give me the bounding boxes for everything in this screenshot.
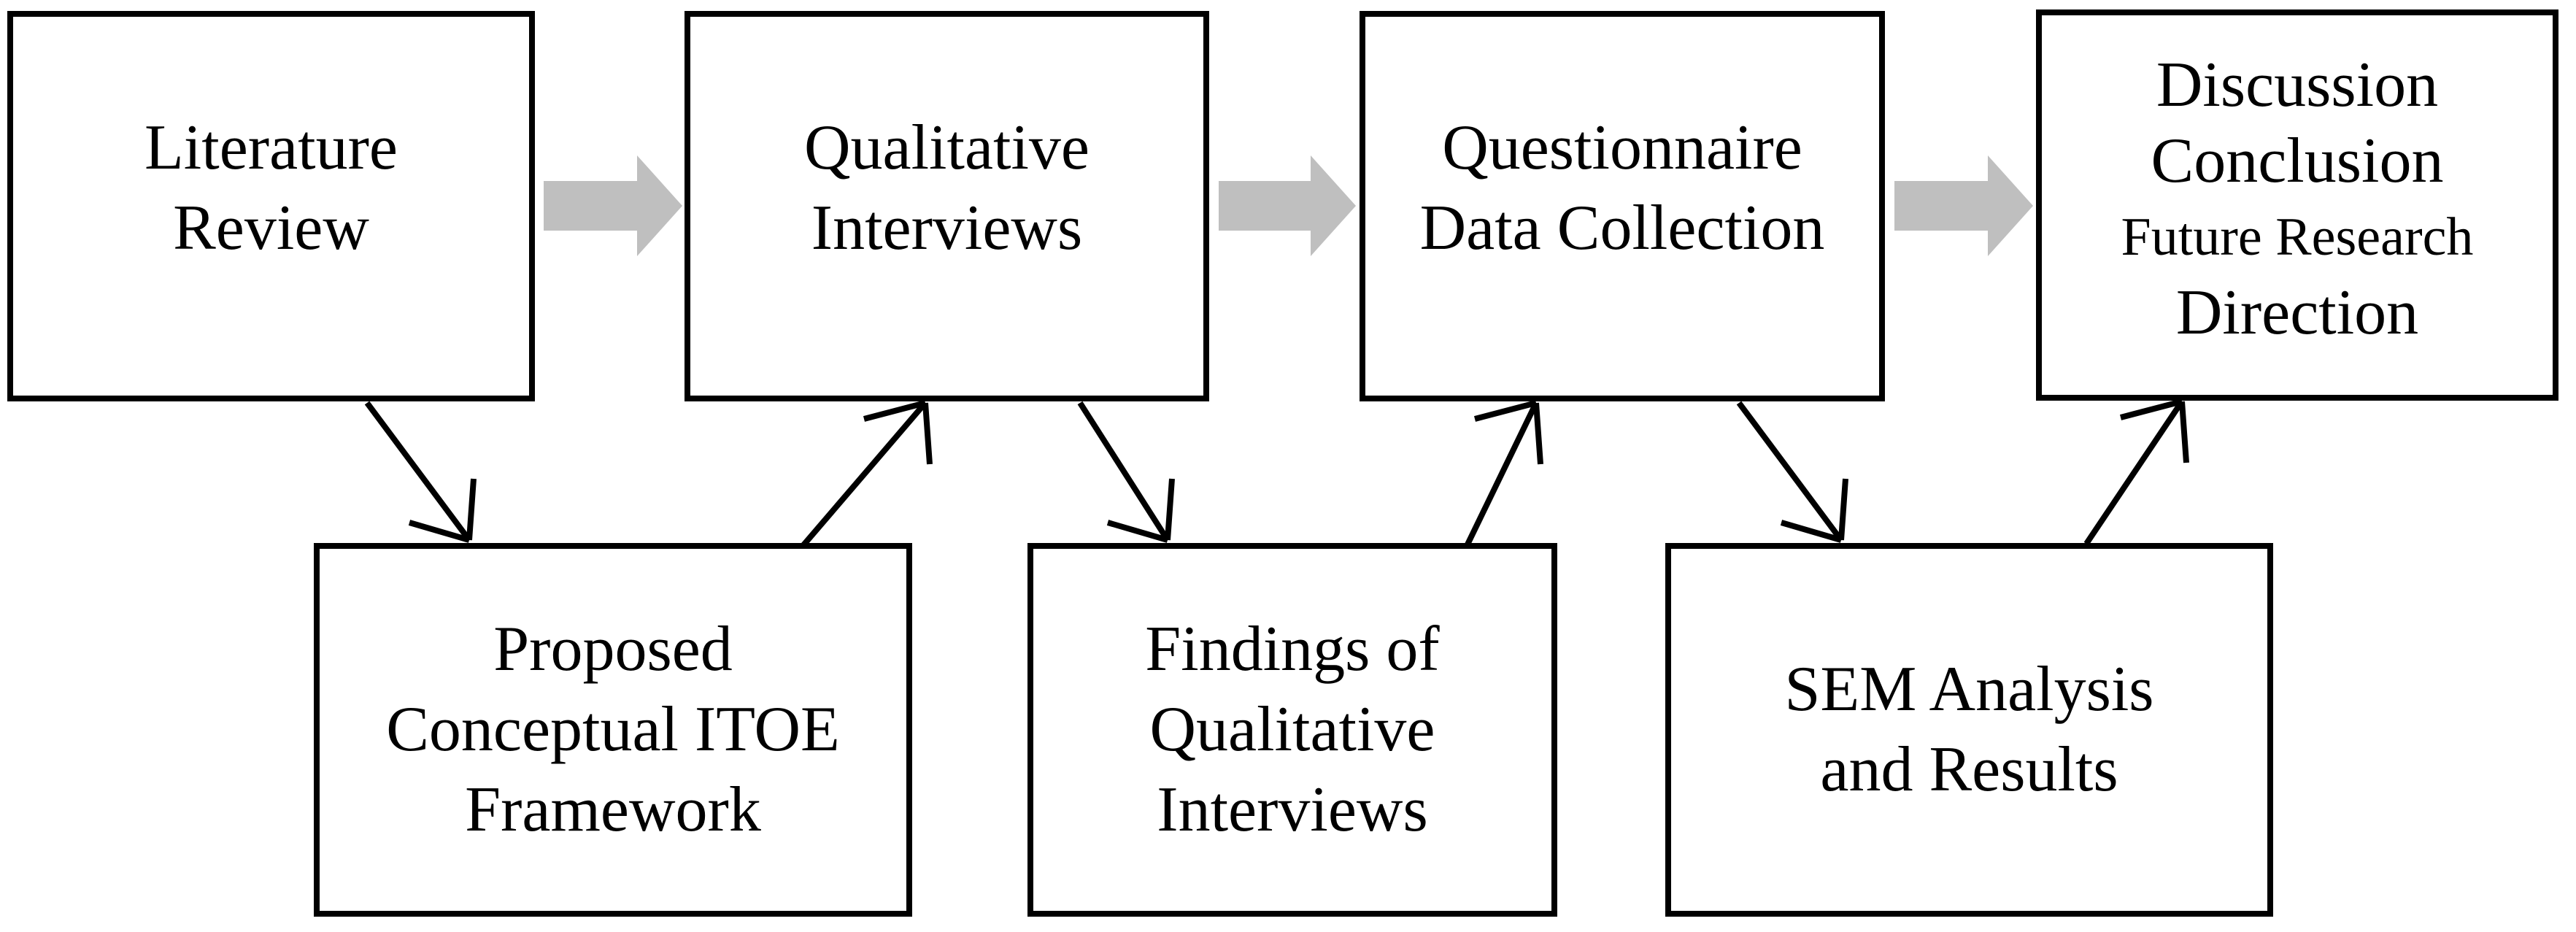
node-label-line: Review	[173, 192, 369, 263]
diagonal-arrow-icon	[1736, 401, 1844, 542]
node-findings-of-qualitative-interviews: Findings of Qualitative Interviews	[1027, 543, 1557, 917]
node-proposed-conceptual-itoe-framework: Proposed Conceptual ITOE Framework	[314, 543, 912, 917]
node-label-line: Interviews	[811, 192, 1083, 263]
arrowhead-barb	[408, 478, 477, 543]
arrowhead-barb	[1106, 478, 1175, 543]
arrowhead-barb	[1473, 400, 1543, 465]
diagonal-arrow-icon	[1077, 401, 1171, 542]
diagonal-arrow-icon	[364, 401, 472, 542]
node-label-line: SEM Analysis	[1784, 654, 2154, 725]
node-qualitative-interviews: Qualitative Interviews	[685, 11, 1209, 401]
right-block-arrow-icon	[1894, 155, 2033, 256]
node-label-line: Questionnaire	[1442, 112, 1802, 183]
node-label-line: Qualitative	[1149, 694, 1435, 765]
right-block-arrow-icon	[544, 155, 682, 256]
node-label-line: Discussion	[2156, 50, 2439, 120]
node-label-line: and Results	[1820, 734, 2118, 805]
diagonal-arrow-icon	[800, 401, 928, 548]
node-label-line: Direction	[2175, 277, 2419, 348]
node-discussion-conclusion: Discussion Conclusion Future Research Di…	[2036, 9, 2558, 401]
node-label-line: Conceptual ITOE	[386, 694, 840, 765]
node-label-line: Data Collection	[1419, 192, 1825, 263]
arrowhead-barb	[863, 400, 933, 465]
node-label-line: Findings of	[1145, 614, 1440, 685]
arrowhead-barb	[1780, 478, 1848, 543]
arrowhead-barb	[2119, 398, 2189, 463]
right-block-arrow-icon	[1219, 155, 1356, 256]
node-questionnaire-data-collection: Questionnaire Data Collection	[1360, 11, 1885, 401]
node-literature-review: Literature Review	[7, 11, 535, 401]
node-label-line: Future Research	[2121, 207, 2474, 267]
node-label-line: Literature	[144, 112, 398, 183]
node-label-line: Framework	[465, 774, 761, 845]
diagonal-arrow-icon	[2083, 399, 2185, 546]
diagonal-arrow-icon	[1464, 401, 1539, 547]
node-sem-analysis-and-results: SEM Analysis and Results	[1665, 543, 2273, 917]
node-label-line: Conclusion	[2151, 126, 2444, 196]
node-label-line: Interviews	[1157, 774, 1428, 845]
node-label-line: Proposed	[493, 614, 733, 685]
node-label-line: Qualitative	[804, 112, 1090, 183]
